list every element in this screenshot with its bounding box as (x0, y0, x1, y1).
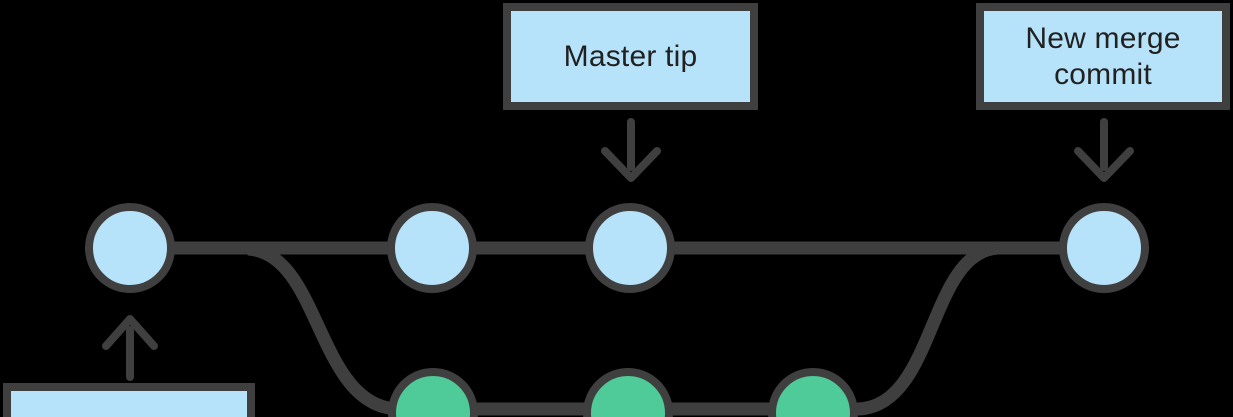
new-merge-commit-label-line2: commit (1054, 57, 1152, 91)
feature-commit-node (768, 368, 858, 417)
master-commit-node (585, 203, 675, 293)
feature-box-up-arrow-icon (102, 315, 158, 381)
feature-tip-label-box (3, 383, 255, 417)
feature-branch-nodes (388, 368, 858, 417)
master-tip-label-box: Master tip (503, 3, 758, 110)
master-commit-node (85, 203, 175, 293)
feature-commit-node (583, 368, 673, 417)
master-commit-node (1059, 203, 1149, 293)
master-tip-label: Master tip (563, 39, 698, 73)
new-merge-commit-label-box: New merge commit (976, 3, 1230, 110)
new-merge-down-arrow-icon (1074, 118, 1134, 182)
feature-commit-node (388, 368, 478, 417)
new-merge-commit-label-line1: New merge (1025, 21, 1181, 55)
master-commit-node (387, 203, 477, 293)
master-tip-down-arrow-icon (601, 118, 661, 182)
master-branch-nodes (85, 203, 1149, 293)
